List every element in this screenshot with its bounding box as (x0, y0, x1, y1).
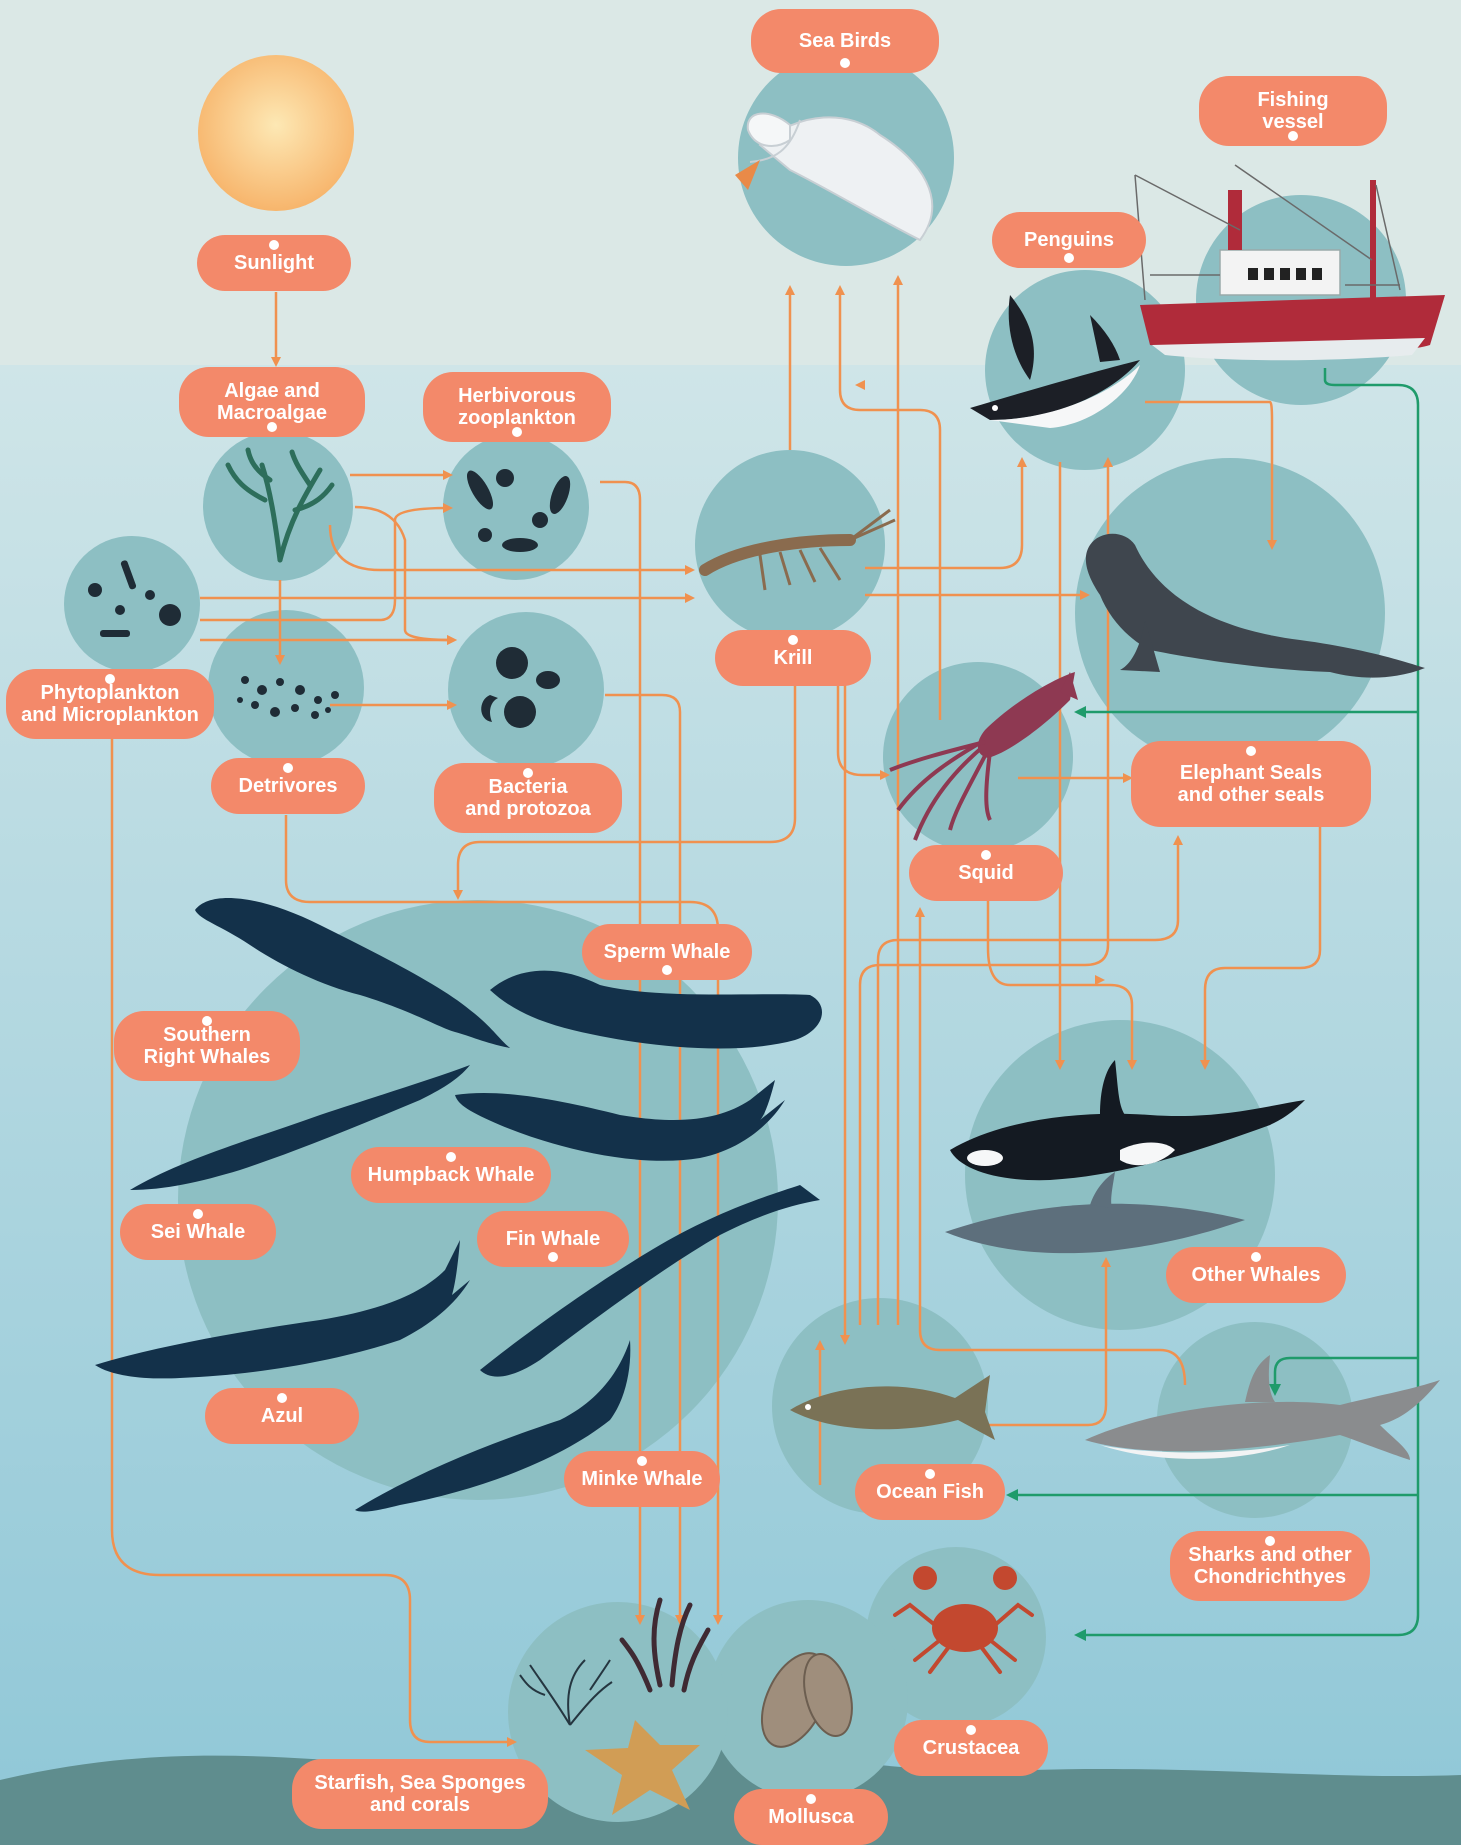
sperm-whale-text: Sperm Whale (604, 941, 731, 963)
label-southern-right: Southern Right Whales (114, 1011, 300, 1081)
fishing-vessel-text: Fishing vessel (1257, 89, 1328, 133)
label-bacteria: Bacteria and protozoa (434, 763, 622, 833)
elephant-seals-text: Elephant Seals and other seals (1178, 762, 1325, 806)
label-mollusca: Mollusca (734, 1789, 888, 1845)
sea-birds-text: Sea Birds (799, 30, 891, 52)
bacteria-text: Bacteria and protozoa (465, 776, 591, 820)
label-sea-birds: Sea Birds (751, 9, 939, 73)
penguins-text: Penguins (1024, 229, 1114, 251)
label-penguins: Penguins (992, 212, 1146, 268)
sun-icon (198, 55, 354, 211)
zooplankton-circle (443, 434, 589, 580)
label-detrivores: Detrivores (211, 758, 365, 814)
phytoplankton-circle (64, 536, 200, 672)
phytoplankton-text: Phytoplankton and Microplankton (21, 682, 199, 726)
detrivores-circle (208, 610, 364, 766)
bacteria-circle (448, 612, 604, 768)
penguins-circle (985, 270, 1185, 470)
other-whales-text: Other Whales (1192, 1264, 1321, 1286)
label-sei: Sei Whale (120, 1204, 276, 1260)
mollusca-text: Mollusca (768, 1806, 854, 1828)
ocean-fish-text: Ocean Fish (876, 1481, 984, 1503)
detrivores-text: Detrivores (239, 775, 338, 797)
krill-text: Krill (774, 647, 813, 669)
algae-text: Algae and Macroalgae (217, 380, 327, 424)
label-other-whales: Other Whales (1166, 1247, 1346, 1303)
label-sunlight: Sunlight (197, 235, 351, 291)
label-phytoplankton: Phytoplankton and Microplankton (6, 669, 214, 739)
label-algae: Algae and Macroalgae (179, 367, 365, 437)
label-azul: Azul (205, 1388, 359, 1444)
label-fin: Fin Whale (477, 1211, 629, 1267)
label-fishing-vessel: Fishing vessel (1199, 76, 1387, 146)
label-crustacea: Crustacea (894, 1720, 1048, 1776)
label-squid: Squid (909, 845, 1063, 901)
southern-right-text: Southern Right Whales (144, 1024, 271, 1068)
label-krill: Krill (715, 630, 871, 686)
label-humpback: Humpback Whale (351, 1147, 551, 1203)
herbivorous-text: Herbivorous zooplankton (458, 385, 576, 429)
minke-text: Minke Whale (581, 1468, 702, 1490)
label-ocean-fish: Ocean Fish (855, 1464, 1005, 1520)
sharks-text: Sharks and other Chondrichthyes (1188, 1544, 1351, 1588)
sei-text: Sei Whale (151, 1221, 245, 1243)
label-herbivorous: Herbivorous zooplankton (423, 372, 611, 442)
label-sharks: Sharks and other Chondrichthyes (1170, 1531, 1370, 1601)
fin-text: Fin Whale (506, 1228, 600, 1250)
label-sperm-whale: Sperm Whale (582, 924, 752, 980)
label-minke: Minke Whale (564, 1451, 720, 1507)
squid-text: Squid (958, 862, 1014, 884)
sunlight-text: Sunlight (234, 252, 314, 274)
humpback-text: Humpback Whale (368, 1164, 535, 1186)
label-elephant-seals: Elephant Seals and other seals (1131, 741, 1371, 827)
azul-text: Azul (261, 1405, 303, 1427)
starfish-text: Starfish, Sea Sponges and corals (314, 1772, 525, 1816)
crustacea-text: Crustacea (923, 1737, 1020, 1759)
label-starfish: Starfish, Sea Sponges and corals (292, 1759, 548, 1829)
